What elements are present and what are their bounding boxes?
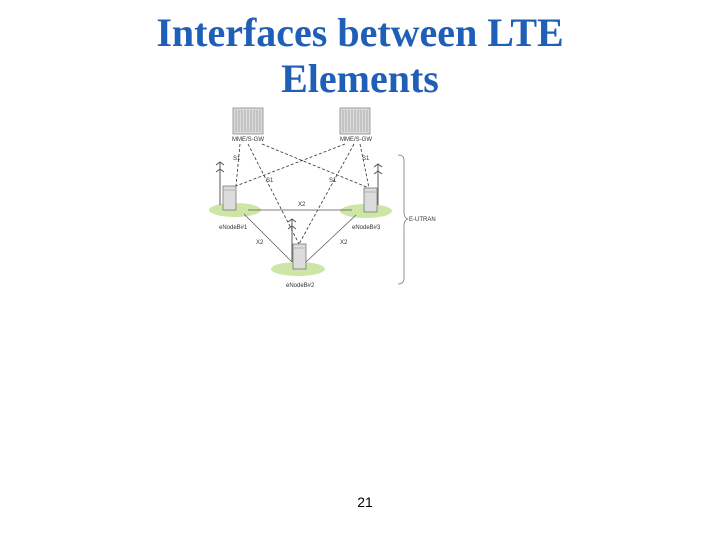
s1-label: S1 (362, 156, 370, 162)
slide-title: Interfaces between LTE Elements (0, 10, 720, 106)
x2-link (243, 213, 293, 263)
s1-label: S1 (266, 178, 274, 184)
enodeb-2 (287, 218, 307, 270)
mme-sgw-left: MME/S-GW (232, 107, 264, 143)
e-utran-brace (397, 154, 409, 285)
x2-label: X2 (298, 202, 306, 208)
enodeb3-label: eNodeB#3 (352, 225, 381, 231)
x2-link (305, 214, 357, 263)
s1-links (235, 143, 370, 245)
slide-title-line-1: Interfaces between LTE (156, 10, 564, 55)
x2-label: X2 (256, 240, 264, 246)
enodeb2-label: eNodeB#2 (286, 283, 315, 289)
gateway-left-label: MME/S-GW (232, 137, 264, 143)
slide-title-line-2: Elements (281, 56, 439, 101)
x2-links (243, 209, 357, 263)
s1-link (261, 143, 370, 189)
enodeb1-label: eNodeB#1 (219, 225, 248, 231)
s1-link (298, 143, 355, 245)
x2-label: X2 (340, 240, 348, 246)
s1-label: S1 (233, 156, 241, 162)
enodeb-3 (363, 163, 383, 213)
enodeb-1 (215, 161, 237, 211)
s1-link (359, 143, 370, 189)
mme-sgw-right: MME/S-GW (339, 107, 372, 143)
gateway-right-label: MME/S-GW (340, 137, 372, 143)
s1-link (247, 143, 300, 245)
s1-label: S1 (329, 178, 337, 184)
page-number: 21 (357, 494, 373, 510)
s1-link (235, 143, 241, 187)
e-utran-label: E-UTRAN (409, 217, 436, 223)
s1-link (235, 143, 346, 187)
